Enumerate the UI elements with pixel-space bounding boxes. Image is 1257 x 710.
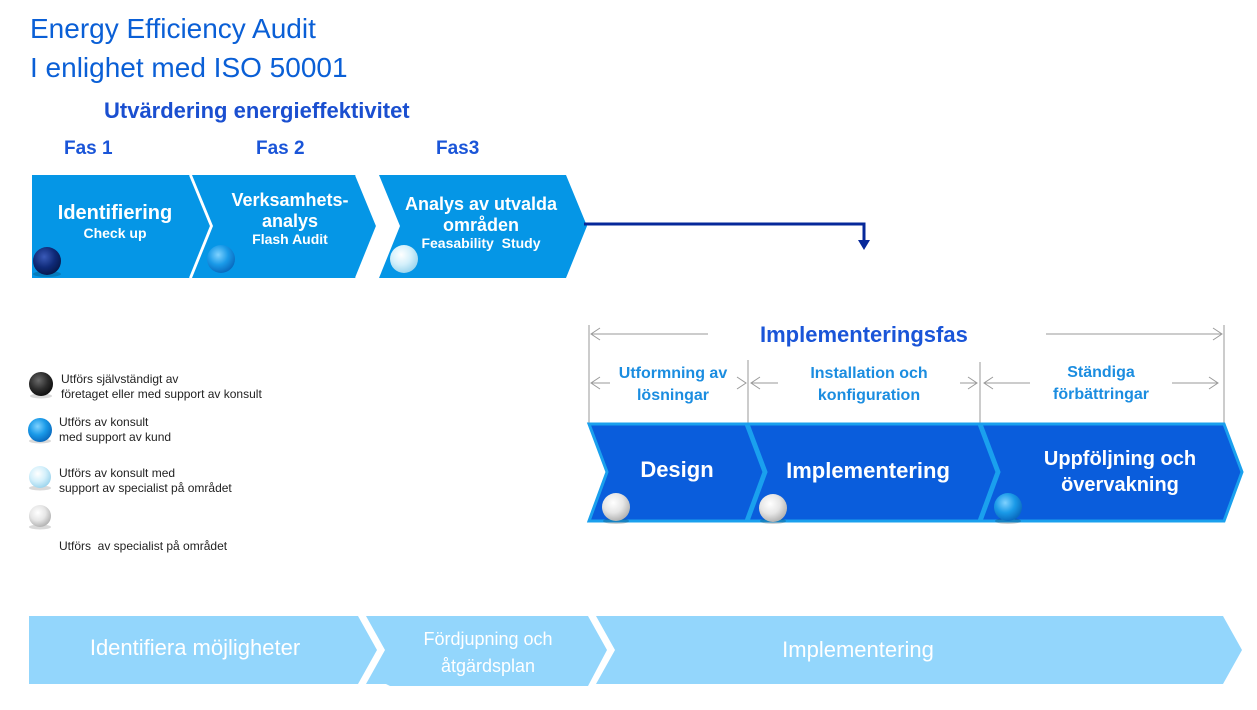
impl-step-1: Design: [640, 457, 714, 482]
phase-1-title: Identifiering: [57, 202, 173, 224]
impl-subheading-3: Ständiga förbättringar: [1030, 362, 1172, 406]
phase-label-3: Fas3: [436, 138, 480, 159]
bottom-step-2: Fördjupning och åtgärdsplan: [390, 626, 586, 680]
impl-chevron-3: [978, 422, 1244, 523]
bottom-step-3: Implementering: [782, 637, 934, 662]
bottom-chevron-3: [596, 616, 1242, 684]
impl-subheading-1-line-1: Utformning av: [618, 365, 728, 382]
legend-item-2: Utförs av konsult med support av kund: [59, 415, 171, 445]
phase-2-title-line-2: analys: [261, 210, 319, 231]
impl-subheading-2-line-2: konfiguration: [817, 387, 921, 404]
implementation-heading: Implementeringsfas: [760, 322, 968, 347]
implementation-brackets: [588, 325, 1225, 425]
impl-subheading-3-line-1: Ständiga: [1067, 364, 1135, 381]
ball-blue-icon: [994, 493, 1022, 521]
phase-label-2: Fas 2: [256, 138, 305, 159]
legend-item-4-line-1: Utförs av specialist på området: [59, 539, 228, 553]
legend-item-1-line-2: företaget eller med support av konsult: [61, 387, 262, 401]
ball-white-icon: [759, 494, 787, 522]
ball-light-blue-icon: [390, 245, 418, 273]
impl-chevron-2: [745, 422, 999, 523]
phase-2-subtitle: Flash Audit: [252, 231, 328, 248]
phase-1-box: Identifiering Check up: [40, 202, 190, 241]
phase-3-title-line-2: områden: [442, 214, 520, 235]
section-title: Utvärdering energieffektivitet: [104, 98, 410, 123]
legend-item-2-line-2: med support av kund: [59, 430, 172, 444]
legend-item-4: Utförs av specialist på området: [59, 509, 227, 569]
phase-3-title-line-1: Analys av utvalda: [404, 194, 558, 214]
legend-item-2-line-1: Utförs av konsult: [59, 415, 149, 429]
impl-subheading-3-line-2: förbättringar: [1053, 386, 1149, 403]
bottom-step-2-line-2: åtgärdsplan: [440, 656, 536, 676]
impl-step-3-line-2: övervakning: [1061, 474, 1179, 496]
phase-chevron-1: [32, 175, 211, 278]
phase-2-box: Verksamhets- analys Flash Audit: [220, 190, 360, 247]
phase-3-box: Analys av utvalda områden Feasability St…: [386, 194, 576, 251]
bottom-bar: [29, 616, 1242, 686]
bottom-step-1: Identifiera möjligheter: [89, 635, 301, 660]
ball-white-icon: [602, 493, 630, 521]
phase-chevron-3: [379, 175, 587, 278]
title-line-1: Energy Efficiency Audit: [30, 13, 316, 44]
bottom-chevron-2: [366, 616, 607, 686]
impl-chevron-1: [586, 422, 766, 523]
impl-step-2: Implementering: [786, 458, 950, 483]
impl-subheading-2: Installation och konfiguration: [780, 363, 958, 407]
ball-blue-icon: [207, 245, 235, 273]
phase-2-title-line-1: Verksamhets-: [231, 190, 349, 210]
title-line-2: I enlighet med ISO 50001: [30, 52, 348, 83]
bottom-chevron-1: [29, 616, 377, 684]
phase-3-subtitle: Feasability Study: [421, 235, 541, 252]
phase-chevrons: [32, 174, 587, 279]
legend-item-3-line-2: support av specialist på området: [59, 481, 232, 495]
phase-label-1: Fas 1: [64, 138, 113, 159]
phase-1-subtitle: Check up: [83, 225, 147, 241]
impl-step-3-line-1: Uppföljning och: [1043, 448, 1197, 470]
ball-dark-navy-icon: [33, 247, 61, 275]
legend-ball-black-icon: [29, 372, 53, 396]
bottom-step-2-line-1: Fördjupning och: [423, 629, 553, 649]
legend-item-3: Utförs av konsult med support av special…: [59, 466, 232, 496]
phase-chevron-2: [192, 175, 377, 278]
legend-ball-light-blue-icon: [29, 466, 51, 488]
legend-item-1: Utförs självständigt av företaget eller …: [61, 372, 262, 402]
impl-subheading-1: Utformning av lösningar: [600, 363, 746, 407]
legend-item-1-line-1: Utförs självständigt av: [61, 372, 179, 386]
impl-step-3: Uppföljning och övervakning: [1010, 446, 1230, 498]
implementation-chevrons: [586, 422, 1244, 523]
connector-arrow: [584, 222, 870, 250]
legend-ball-white-icon: [29, 505, 51, 527]
legend-balls: [28, 372, 53, 530]
impl-subheading-1-line-2: lösningar: [636, 387, 709, 404]
legend-item-3-line-1: Utförs av konsult med: [59, 466, 176, 480]
legend-ball-blue-icon: [28, 418, 52, 442]
impl-subheading-2-line-1: Installation och: [810, 365, 928, 382]
